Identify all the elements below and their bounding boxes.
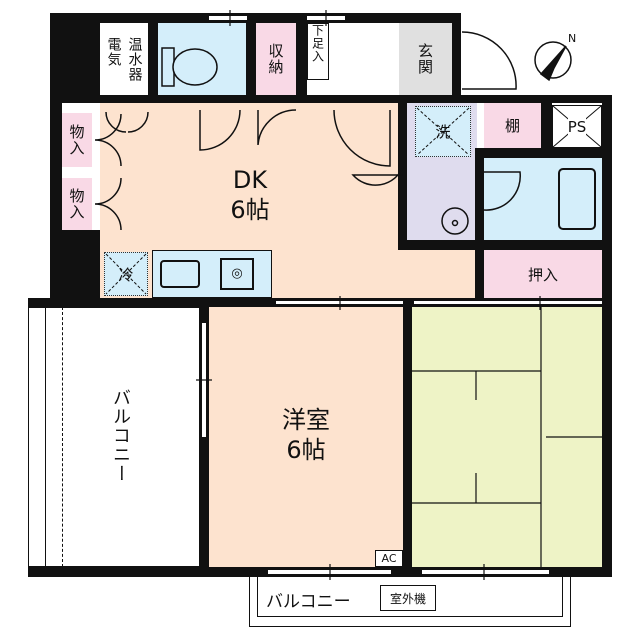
wall-bath-top [475, 148, 602, 158]
wall-toilet-right [246, 23, 256, 103]
water-heater-room: 温水器 電気 [100, 23, 148, 95]
front-balcony-label: バルコニー [266, 592, 351, 612]
western-room-name: 洋室 [282, 406, 330, 434]
shelf: 棚 [484, 103, 541, 148]
side-balcony [28, 307, 199, 567]
closet-2-label: 物入 [67, 188, 86, 220]
door-water-heater [105, 111, 149, 133]
washer-x [416, 107, 470, 156]
entrance: 玄関 [399, 23, 452, 95]
air-conditioner: AC [375, 550, 403, 567]
fridge-label: 冷 [118, 265, 134, 284]
door-entrance-outer [461, 31, 517, 90]
door-toilet [199, 109, 241, 151]
entrance-label: 玄関 [416, 43, 434, 75]
closet-1-label: 物入 [67, 124, 86, 156]
toilet-tank [161, 47, 175, 87]
outdoor-unit-label: 室外機 [389, 591, 426, 606]
wall-balcony-room [199, 307, 209, 567]
water-heater-label-1: 電気 [105, 37, 122, 67]
storage-label: 収納 [266, 43, 285, 75]
storage: 収納 [256, 23, 296, 95]
western-room [209, 307, 403, 567]
oshiire-label: 押入 [527, 265, 558, 284]
window-toilet [209, 15, 247, 21]
dk-name: DK [232, 166, 268, 194]
wall-wash-left [398, 103, 407, 250]
door-entrance-inner [333, 109, 391, 167]
outdoor-unit: 室外機 [380, 585, 436, 611]
closet-2: 物入 [62, 178, 92, 230]
tatami-lines [412, 307, 602, 567]
wall-right [602, 95, 612, 577]
closet-1: 物入 [62, 113, 92, 167]
wall-bath-bottom [475, 240, 602, 250]
dk-room-extension [395, 250, 475, 298]
wall-toilet-left [148, 23, 158, 103]
front-balcony-inner [257, 577, 563, 617]
wall-entrance-right [452, 13, 461, 103]
wash-basin-icon [441, 207, 469, 235]
wall-right-upper [396, 95, 612, 103]
dk-label: DK 6帖 [190, 160, 310, 230]
ac-label: AC [381, 552, 397, 565]
shoe-box: 下足入 [307, 23, 329, 80]
western-room-label: 洋室 6帖 [246, 400, 366, 470]
fridge-x [105, 253, 147, 295]
wall-storage-right [296, 23, 307, 103]
front-balcony [249, 577, 571, 627]
toilet-icon [172, 48, 218, 86]
wall-left-lower [62, 230, 100, 300]
dk-size: 6帖 [230, 196, 270, 224]
window-japanese-top [414, 300, 602, 305]
washer-label: 洗 [435, 123, 451, 141]
water-heater-label-2: 温水器 [126, 37, 143, 82]
bathtub [558, 168, 596, 230]
oshiire: 押入 [484, 250, 602, 298]
side-balcony-label-box: バルコニー [100, 380, 140, 490]
sink [160, 260, 200, 288]
side-balcony-rail [45, 307, 46, 567]
stove: ◎ [220, 258, 254, 290]
north-label: N [568, 32, 576, 45]
door-storage [257, 109, 297, 146]
wall-wash-bottom [398, 240, 484, 250]
pipe-space-label: PS [567, 117, 587, 136]
side-balcony-label: バルコニー [110, 387, 131, 483]
compass-icon: N [534, 32, 576, 82]
shoe-box-label: 下足入 [310, 24, 325, 63]
door-closet-1 [94, 113, 122, 167]
side-balcony-dashed-line [62, 307, 63, 567]
door-washroom [351, 166, 404, 186]
door-closet-2 [94, 177, 122, 231]
window-japanese-bottom [422, 569, 549, 575]
wall-bath-left [475, 148, 484, 298]
wall-left-block [50, 13, 100, 95]
wall-room-divider [403, 298, 412, 568]
western-room-size: 6帖 [286, 436, 326, 464]
door-bath [483, 171, 521, 211]
wall-mid [50, 95, 400, 103]
wall-shelf-ps [541, 103, 552, 148]
wall-top [50, 13, 461, 23]
shelf-label: 棚 [504, 117, 520, 135]
wall-left [50, 95, 62, 307]
